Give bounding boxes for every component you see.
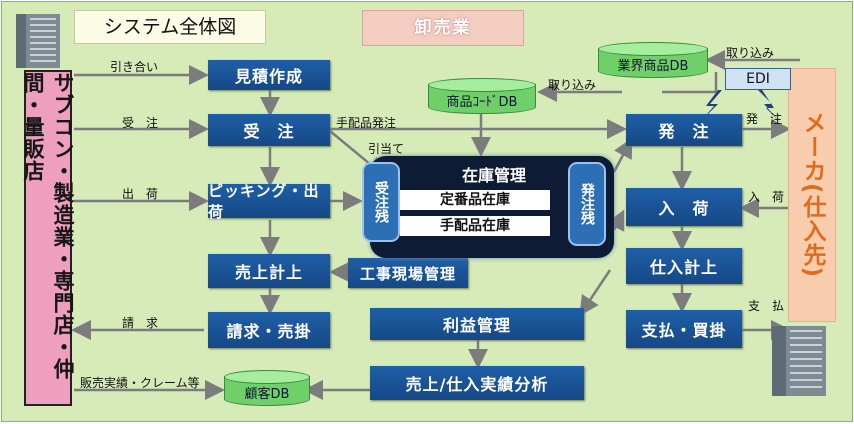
product-code-db-label: 商品ｺｰﾄﾞDB xyxy=(446,95,518,110)
flow-label-shipping: 出 荷 xyxy=(122,187,159,201)
process-estimate: 見積作成 xyxy=(208,60,330,90)
supplier-party-bar: メーカ(仕入先) xyxy=(788,68,836,322)
flow-label-sales-claims: 販売実績・クレーム等 xyxy=(80,376,200,390)
flow-label-allocation: 引当て xyxy=(368,142,405,156)
inventory-row-arranged: 手配品在庫 xyxy=(400,216,550,236)
inventory-row-standard: 定番品在庫 xyxy=(400,190,550,210)
business-type-title: 卸売業 xyxy=(362,10,524,46)
diagram-title: システム全体図 xyxy=(74,10,266,44)
industry-product-db-label: 業界商品DB xyxy=(617,59,689,74)
flow-label-arrival: 入 荷 xyxy=(748,190,785,204)
flow-label-arranged-order: 手配品発注 xyxy=(336,116,397,130)
flow-label-invoice: 請 求 xyxy=(122,316,159,330)
process-order-placed: 発 注 xyxy=(626,114,742,146)
order-backlog-tab: 受注残 xyxy=(362,162,400,242)
order-backlog-label: 受注残 xyxy=(373,181,389,223)
edi-box: EDI xyxy=(725,68,791,90)
process-purchase-booking: 仕入計上 xyxy=(626,248,742,284)
inventory-title: 在庫管理 xyxy=(461,166,526,185)
customer-db: 顧客DB xyxy=(224,370,310,406)
supplier-party-label: メーカ(仕入先) xyxy=(799,111,825,279)
process-sales-purchase-analysis: 売上/仕入実績分析 xyxy=(370,366,584,400)
process-order-received: 受 注 xyxy=(208,114,330,146)
flow-label-import-product: 取り込み xyxy=(548,78,597,92)
customer-party-bar: サブコン・製造業・専門店・仲間・量販店 xyxy=(21,70,75,406)
customer-db-label: 顧客DB xyxy=(244,387,290,402)
flow-label-inquiry: 引き合い xyxy=(110,60,159,74)
building-icon xyxy=(772,326,826,396)
process-picking-shipping: ピッキング・出荷 xyxy=(208,182,330,221)
industry-product-db: 業界商品DB xyxy=(598,42,708,78)
flow-label-import-industry: 取り込み xyxy=(726,46,775,60)
process-site-management: 工事現場管理 xyxy=(348,258,468,288)
purchase-backlog-tab: 発注残 xyxy=(568,162,606,246)
customer-party-label: サブコン・製造業・専門店・仲間・量販店 xyxy=(21,72,75,380)
process-payment: 支払・買掛 xyxy=(626,310,742,348)
product-code-db: 商品ｺｰﾄﾞDB xyxy=(428,78,536,114)
purchase-backlog-label: 発注残 xyxy=(579,183,595,225)
flow-label-order-placed: 発 注 xyxy=(746,112,783,126)
flow-label-payment: 支 払 xyxy=(748,299,785,313)
process-profit-management: 利益管理 xyxy=(370,308,584,340)
flow-label-order-received: 受 注 xyxy=(122,116,159,130)
building-icon xyxy=(16,14,60,68)
process-sales-booking: 売上計上 xyxy=(208,254,330,288)
process-receiving: 入 荷 xyxy=(626,188,742,226)
process-billing: 請求・売掛 xyxy=(208,312,330,348)
